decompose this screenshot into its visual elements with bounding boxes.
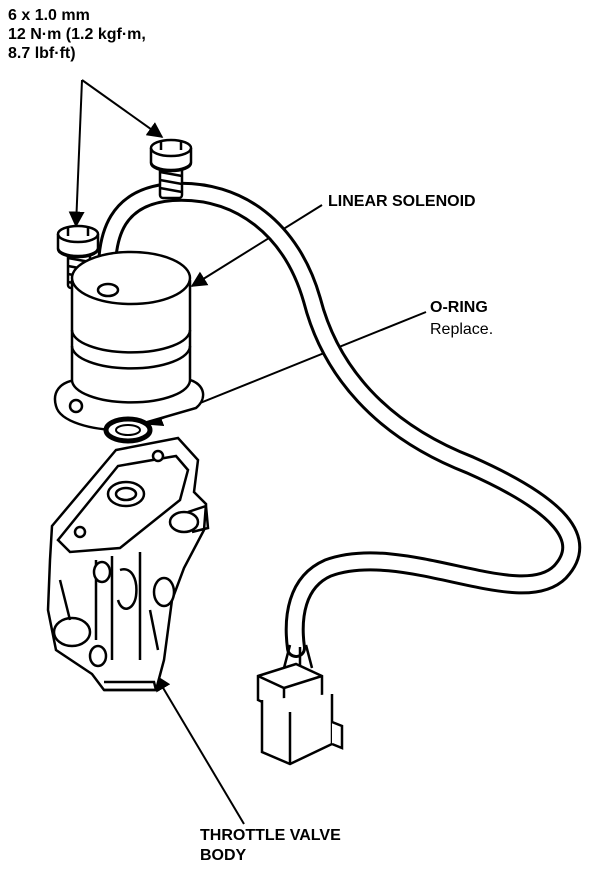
throttle-valve-body-label-line1: THROTTLE VALVE <box>200 827 341 844</box>
linear-solenoid-label: LINEAR SOLENOID <box>328 193 476 210</box>
bolt-leader-left <box>68 79 85 228</box>
o-ring-label: O-RING <box>430 299 488 316</box>
harness-connector <box>256 644 344 766</box>
bolt-spec-torque: 12 N·m (1.2 kgf·m, <box>8 26 146 43</box>
bolt-spec-torque-imperial: 8.7 lbf·ft) <box>8 45 76 62</box>
leader-lines <box>68 79 427 825</box>
linear-solenoid-body <box>53 250 205 432</box>
throttle-body-leader <box>155 674 245 825</box>
bolt-right <box>149 138 193 200</box>
solenoid-leader <box>190 204 323 287</box>
bolt-spec-size: 6 x 1.0 mm <box>8 7 90 24</box>
throttle-valve-body <box>46 436 210 692</box>
throttle-valve-body-label-line2: BODY <box>200 847 247 864</box>
bolt-leader-right <box>81 79 164 138</box>
o-ring-replace-note: Replace. <box>430 321 494 338</box>
o-ring <box>103 416 153 444</box>
